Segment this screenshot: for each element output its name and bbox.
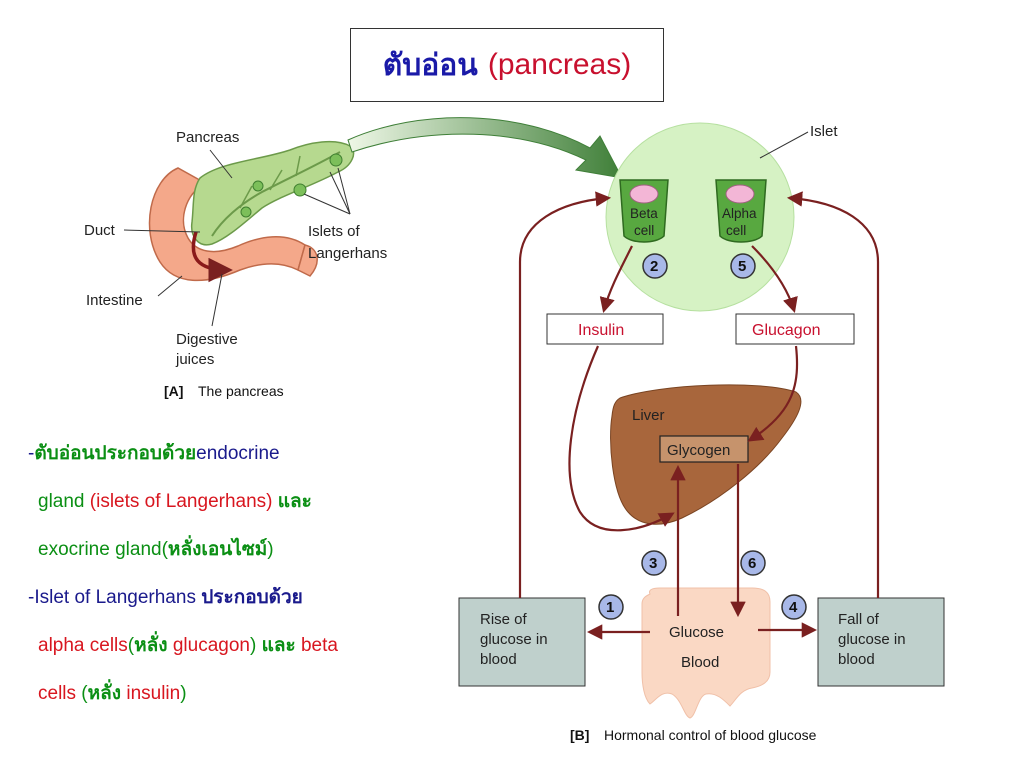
panel-a: Pancreas Duct Intestine Islets of Langer… (84, 129, 387, 399)
notes-line-2: gland (islets of Langerhans) และ (28, 478, 478, 526)
title-box: ตับอ่อน (pancreas) (350, 28, 664, 102)
pancreas-label: Pancreas (176, 129, 239, 146)
islet-label: Islet (810, 123, 838, 140)
arrow-beta-to-insulin (599, 245, 633, 313)
notes-en-3: exocrine gland( (38, 539, 168, 560)
arrow-alpha-to-glucagon (751, 245, 798, 313)
caption-b-tag: [B] (570, 727, 589, 743)
digestive-label-line2: juices (175, 351, 214, 368)
notes-dash: - (28, 443, 35, 464)
liver-label: Liver (632, 407, 665, 424)
caption-a-tag: [A] (164, 383, 183, 399)
notes-line-6: cells (หลั่ง insulin) (28, 670, 478, 718)
intestine-label: Intestine (86, 292, 143, 309)
step-2: 2 (642, 253, 668, 279)
step-5: 5 (730, 253, 756, 279)
beta-label-line2: cell (634, 223, 654, 238)
islet-dot (240, 206, 252, 218)
notes-red-5b: glucagon (167, 635, 250, 656)
notes-thai-3: หลั่งเอนไซม์ (167, 539, 268, 560)
glycogen-box (659, 435, 749, 463)
fall-label-line2: glucose in (838, 631, 906, 648)
fall-box (817, 597, 945, 687)
rise-box (458, 597, 586, 687)
notes-thai-1: ตับอ่อนประกอบด้วย (34, 443, 197, 464)
arrow-rise-to-beta (518, 191, 612, 598)
notes-thai-6: หลั่ง (87, 683, 122, 704)
islets-label-line1: Islets of (308, 223, 361, 240)
step-3: 3 (641, 550, 667, 576)
islets-label-line2: Langerhans (308, 245, 387, 262)
notes-thai-2: และ (272, 491, 312, 512)
notes-red-2: (islets of Langerhans) (89, 491, 273, 512)
rise-label-line2: glucose in (480, 631, 548, 648)
notes-thai-5a: หลั่ง (134, 635, 168, 656)
islet-dot (293, 183, 307, 197)
notes-thai-4: ประกอบด้วย (201, 587, 303, 608)
beta-label-line1: Beta (630, 206, 658, 221)
blood-pool (641, 587, 771, 719)
glucose-label: Glucose (669, 624, 724, 641)
notes-line-4: -Islet of Langerhans ประกอบด้วย (28, 574, 478, 622)
caption-a-text: The pancreas (198, 383, 284, 399)
glucagon-box (735, 313, 855, 345)
step-1: 1 (598, 594, 624, 620)
notes-open-6: ( (76, 683, 88, 704)
fall-label-line3: blood (838, 651, 875, 668)
alpha-label-line1: Alpha (722, 206, 757, 221)
svg-text:5: 5 (738, 258, 746, 275)
svg-text:6: 6 (748, 555, 756, 572)
svg-text:4: 4 (789, 599, 798, 616)
notes-thai-5b: และ (256, 635, 301, 656)
fall-label-line1: Fall of (838, 611, 880, 628)
title-thai: ตับอ่อน (382, 48, 478, 82)
glycogen-label: Glycogen (667, 442, 730, 459)
notes-text: -ตับอ่อนประกอบด้วยendocrine gland (islet… (28, 430, 478, 718)
digestive-label-line1: Digestive (176, 331, 238, 348)
notes-red-5c: beta (300, 635, 338, 656)
svg-text:2: 2 (650, 258, 658, 275)
notes-close-5: ) (249, 635, 257, 656)
title-english: (pancreas) (487, 48, 632, 81)
alpha-label-line2: cell (726, 223, 746, 238)
rise-label-line3: blood (480, 651, 517, 668)
arrow-fall-to-alpha (786, 191, 880, 598)
notes-line-5: alpha cells(หลั่ง glucagon) และ beta (28, 622, 478, 670)
insulin-label: Insulin (578, 322, 624, 339)
notes-line-3: exocrine gland(หลั่งเอนไซม์) (28, 526, 478, 574)
notes-red-5a: alpha cells (38, 635, 128, 656)
step-4: 4 (781, 594, 807, 620)
notes-line-1: -ตับอ่อนประกอบด้วยendocrine (28, 430, 478, 478)
panel-b: Islet Beta cell Alpha cell 2 5 3 6 1 (458, 122, 945, 743)
notes-en-2: gland (38, 491, 90, 512)
notes-close-6: ) (180, 683, 187, 704)
notes-close-3: ) (267, 539, 274, 560)
islet-dot (329, 153, 343, 167)
arrow-glucagon-to-glycogen (747, 345, 799, 442)
caption-b-text: Hormonal control of blood glucose (604, 727, 817, 743)
notes-red-6a: cells (38, 683, 77, 704)
svg-text:3: 3 (649, 555, 657, 572)
zoom-arrow (347, 117, 623, 179)
step-6: 6 (740, 550, 766, 576)
rise-label-line1: Rise of (480, 611, 528, 628)
notes-open-5: ( (127, 635, 135, 656)
insulin-box (546, 313, 664, 345)
notes-en-1: endocrine (196, 443, 280, 464)
notes-red-6b: insulin (121, 683, 181, 704)
duct-label: Duct (84, 222, 116, 239)
notes-en-4: -Islet of Langerhans (28, 587, 202, 608)
blood-label: Blood (681, 654, 719, 671)
svg-text:1: 1 (606, 599, 614, 616)
arrow-insulin-to-liver (568, 345, 675, 532)
glucagon-label: Glucagon (752, 322, 821, 339)
islet-dot (252, 180, 264, 192)
